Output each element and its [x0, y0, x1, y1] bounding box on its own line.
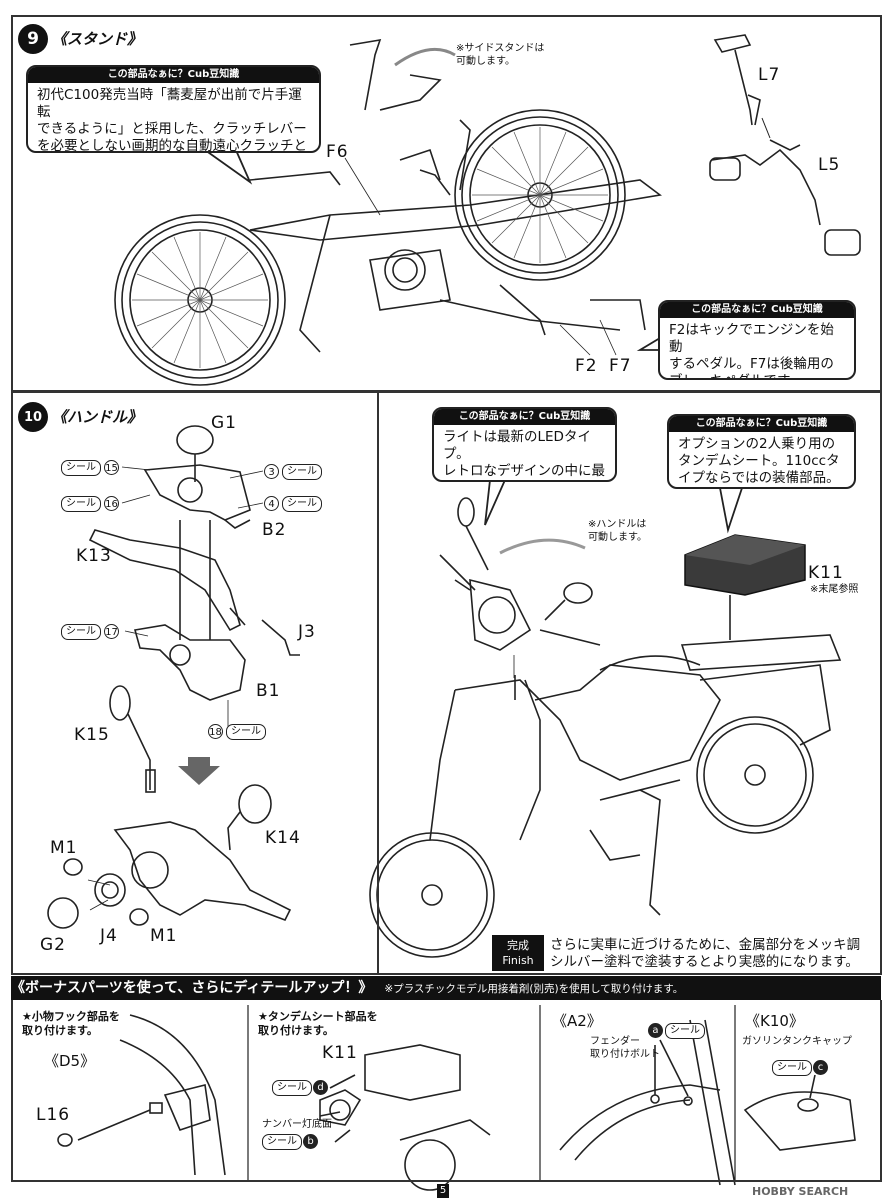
label-m1-bottom: M1 [150, 926, 178, 946]
step9-rear-spokes [472, 127, 608, 263]
step10-seat-info-header: この部品なぁに？Cub豆知識 [669, 416, 854, 432]
seal-tag-4: シール [282, 496, 322, 512]
step9-front-spokes [132, 232, 268, 368]
bonus-seal-a-tag: シール [665, 1023, 705, 1039]
label-k11: K11 [808, 563, 844, 583]
bonus-d5-title: 《D5》 [44, 1052, 96, 1070]
step10-handle-drawing [47, 425, 300, 929]
label-g2: G2 [40, 935, 66, 955]
bonus-seal-c-tag: シール [772, 1060, 812, 1076]
finish-text: さらに実車に近づけるために、金属部分をメッキ調 シルバー塗料で塗装するとより実感… [550, 937, 861, 970]
step9-stand-note: ※サイドスタンドは 可動します。 [456, 43, 545, 67]
finish-label: 完成 Finish [492, 935, 544, 971]
step10-bike-drawing [369, 497, 842, 958]
seal-num-16: 16 [104, 496, 119, 511]
step9-leaders [344, 157, 617, 356]
step9-info2-box: この部品なぁに？Cub豆知識 F2はキックでエンジンを始動 するペダル。F7は後… [658, 300, 856, 380]
seal-tag-17: シール [61, 624, 101, 640]
step10-frame [11, 391, 882, 975]
label-k13: K13 [76, 546, 112, 566]
step9-info-body: 初代C100発売当時「蕎麦屋が出前で片手運転 できるように」と採用した、クラッチ… [37, 87, 307, 153]
step10-seat-info-body: オプションの2人乗り用の タンデムシート。110ccタ イプならではの装備部品。 [678, 436, 840, 486]
seal-num-17: 17 [104, 624, 119, 639]
step10-title: 《ハンドル》 [52, 408, 143, 426]
bonus-seal-c: c [813, 1060, 828, 1075]
step10-number: 10 [18, 402, 48, 432]
seal-tag-3: シール [282, 464, 322, 480]
label-m1-top: M1 [50, 838, 78, 858]
step10-seat-info-box: この部品なぁに？Cub豆知識 オプションの2人乗り用の タンデムシート。110c… [667, 414, 856, 489]
bonus-a2-title: 《A2》 [552, 1012, 602, 1030]
finish-label-text: 完成 Finish [502, 939, 534, 967]
bonus-seal-b: b [303, 1134, 318, 1149]
bonus-note: ※プラスチックモデル用接着剤(別売)を使用して取り付けます。 [384, 983, 684, 995]
bonus-seal-d-tag: シール [272, 1080, 312, 1096]
seal-tag-18: シール [226, 724, 266, 740]
label-f7: F7 [609, 356, 632, 376]
label-j3: J3 [298, 622, 316, 642]
step9-stand-arrow [394, 47, 456, 67]
bonus-seal-d: d [313, 1080, 328, 1095]
seal-num-18: 18 [208, 724, 223, 739]
step10-handle-arrow [499, 538, 586, 555]
label-k15: K15 [74, 725, 110, 745]
step10-led-info-box: この部品なぁに？Cub豆知識 ライトは最新のLEDタイプ。 レトロなデザインの中… [432, 407, 617, 482]
watermark: HOBBY SEARCH [752, 1185, 849, 1198]
bonus-separators [247, 1005, 736, 1180]
seal-num-15: 15 [104, 460, 119, 475]
bonus-a2-caption: フェンダー 取り付けボルト [590, 1036, 660, 1060]
k11-reference-note: ※末尾参照 [810, 584, 859, 595]
step10-led-info-body: ライトは最新のLEDタイプ。 レトロなデザインの中に最 新技術が違和感なくマッチ… [443, 429, 605, 479]
handle-movable-note: ※ハンドルは 可動します。 [588, 519, 647, 543]
seal-tag-16: シール [61, 496, 101, 512]
label-j4: J4 [100, 926, 118, 946]
label-b1: B1 [256, 681, 281, 701]
step9-title: 《スタンド》 [52, 30, 143, 48]
bonus-drawings [57, 1014, 856, 1191]
page-number: 5 [437, 1184, 449, 1198]
step9-l7-l5-parts [709, 34, 861, 256]
step10-down-arrow [178, 757, 220, 785]
label-b2: B2 [262, 520, 287, 540]
label-f6: F6 [326, 142, 349, 162]
bonus-label-l16: L16 [36, 1105, 71, 1125]
step9-info-header: この部品なぁに？Cub豆知識 [28, 67, 319, 83]
seal-num-4: 4 [264, 496, 279, 511]
label-g1: G1 [211, 413, 237, 433]
label-l5: L5 [818, 155, 841, 175]
label-k14: K14 [265, 828, 301, 848]
step9-info2-header: この部品なぁに？Cub豆知識 [660, 302, 854, 318]
step10-led-info-header: この部品なぁに？Cub豆知識 [434, 409, 615, 425]
bonus-banner: 《ボーナスパーツを使って、さらにディテールアップ！》 ※プラスチックモデル用接着剤… [11, 976, 881, 1000]
seal-num-3: 3 [264, 464, 279, 479]
label-f2: F2 [575, 356, 598, 376]
label-l7: L7 [758, 65, 781, 85]
bonus-number-light: ナンバー灯底面 [262, 1119, 332, 1130]
step10-leaders [87, 466, 264, 911]
bonus-seal-a: a [648, 1023, 663, 1038]
bonus-label-k11: K11 [322, 1043, 358, 1063]
step10-divider [377, 393, 379, 973]
step9-info-box: この部品なぁに？Cub豆知識 初代C100発売当時「蕎麦屋が出前で片手運転 でき… [26, 65, 321, 153]
bonus-title: 《ボーナスパーツを使って、さらにディテールアップ！》 [11, 980, 373, 996]
bonus-frame [11, 1000, 882, 1182]
step9-number: 9 [18, 24, 48, 54]
bonus-seal-b-tag: シール [262, 1134, 302, 1150]
seal-tag-15: シール [61, 460, 101, 476]
step9-info2-body: F2はキックでエンジンを始動 するペダル。F7は後輪用の ブレーキペダルです。 [669, 322, 834, 378]
bonus-d5-caption: ★小物フック部品を 取り付けます。 [22, 1010, 120, 1037]
bonus-k10-caption: ガソリンタンクキャップ [742, 1036, 852, 1047]
bonus-k10-title: 《K10》 [745, 1012, 804, 1030]
bonus-k11-caption: ★タンデムシート部品を 取り付けます。 [258, 1010, 378, 1037]
k11-seat-drawing [684, 534, 806, 596]
